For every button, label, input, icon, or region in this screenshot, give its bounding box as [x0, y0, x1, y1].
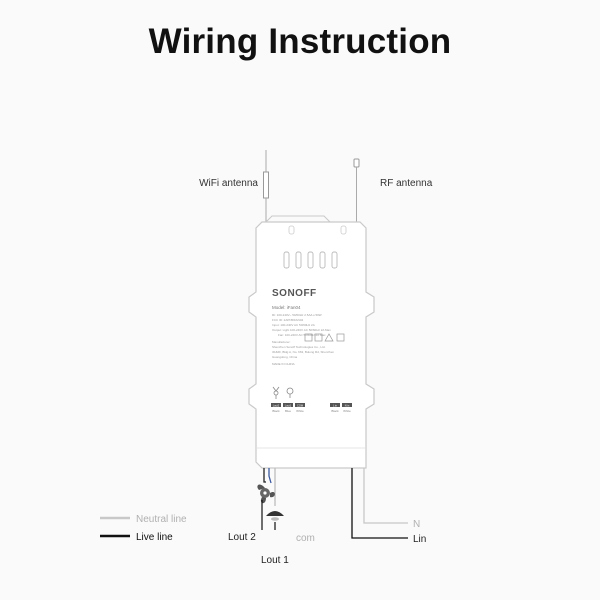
model-text: Model: iFan04: [272, 305, 301, 310]
fan-icon: [272, 386, 280, 399]
lout2-wire: [263, 468, 266, 483]
house-icon: [324, 333, 334, 342]
lout1-wire: [268, 468, 272, 484]
left-terminal-tags: Lout2 Lout1 COM Black Blue White: [271, 403, 305, 413]
spec-line: Output: Light 100-240V AC 50/60Hz 2A Max: [272, 328, 331, 332]
spec-line: FCC ID: 2APN5IFAN04: [272, 318, 304, 322]
spec-line: MADE IN CHINA: [272, 362, 295, 366]
cert-mark-icon: [314, 333, 323, 342]
lin-wire: [351, 468, 408, 539]
weee-icon: [336, 333, 345, 342]
terminal-tag: L in: [333, 403, 338, 407]
n-wire: [363, 468, 408, 524]
terminal-color: Black: [331, 409, 339, 413]
page-title: Wiring Instruction: [148, 22, 452, 61]
brand-logo: SONOFF: [272, 288, 317, 299]
spec-line: Rt: 100-240V~ 50/60Hz 2.5A/Lo 50W: [272, 313, 322, 317]
rf-antenna-label: RF antenna: [380, 178, 433, 189]
lin-label: Lin: [413, 534, 426, 545]
fan-load-icon: [257, 484, 275, 504]
n-label: N: [413, 519, 420, 530]
spec-line: Guangdong, China: [272, 355, 298, 359]
spec-line: Input: 100-240V AC 50/60Hz 2A: [272, 323, 315, 327]
terminal-color: White: [296, 409, 304, 413]
legend-neutral-label: Neutral line: [136, 514, 187, 525]
legend-live-label: Live line: [136, 532, 173, 543]
lamp-load-icon: [266, 511, 284, 530]
output-wires: [263, 468, 408, 539]
wifi-antenna-label: WiFi antenna: [199, 178, 258, 189]
spec-line: 3F&6F, Bldg A, No. 663, Bulong Rd, Shenz…: [272, 350, 334, 354]
certification-icons: [304, 333, 345, 342]
spec-text-block: Rt: 100-240V~ 50/60Hz 2.5A/Lo 50W FCC ID…: [272, 313, 334, 366]
spec-line: Fan: 100-240V AC 50/60Hz 2A Max: [278, 333, 326, 337]
cert-mark-icon: [304, 333, 313, 342]
terminal-tag: COM: [297, 403, 303, 407]
lout1-label: Lout 1: [261, 555, 289, 566]
lout2-label: Lout 2: [228, 532, 256, 543]
terminal-tag: Lout1: [285, 403, 292, 407]
terminal-color: Blue: [285, 409, 291, 413]
terminal-color: Black: [272, 409, 280, 413]
com-label: com: [296, 533, 315, 544]
spec-line: Shenzhen Sonoff Technologies Co., Ltd.: [272, 345, 326, 349]
right-terminal-tags: L in N in Black White: [330, 403, 352, 413]
device-top-details: [256, 215, 366, 449]
bulb-icon: [286, 387, 294, 398]
wifi-antenna-graphic: [263, 150, 269, 222]
terminal-color: White: [343, 409, 351, 413]
legend: Neutral line Live line: [100, 514, 187, 543]
terminal-tag: N in: [345, 403, 350, 407]
spec-line: Manufacturer:: [272, 340, 291, 344]
rf-antenna-graphic: [353, 158, 360, 222]
terminal-tag: Lout2: [273, 403, 280, 407]
